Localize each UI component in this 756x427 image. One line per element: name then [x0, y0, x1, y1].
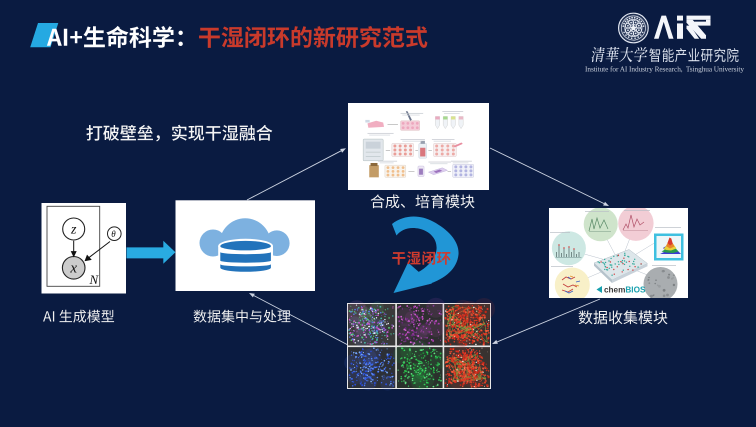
svg-text:x: x — [69, 261, 77, 277]
svg-text:z: z — [70, 223, 77, 238]
svg-text:N: N — [89, 272, 100, 287]
svg-text:chemBIOS: chemBIOS — [604, 286, 646, 295]
svg-text:Institute for AI Industry Rese: Institute for AI Industry Research, Tsin… — [585, 65, 744, 74]
svg-text:θ: θ — [111, 229, 116, 239]
